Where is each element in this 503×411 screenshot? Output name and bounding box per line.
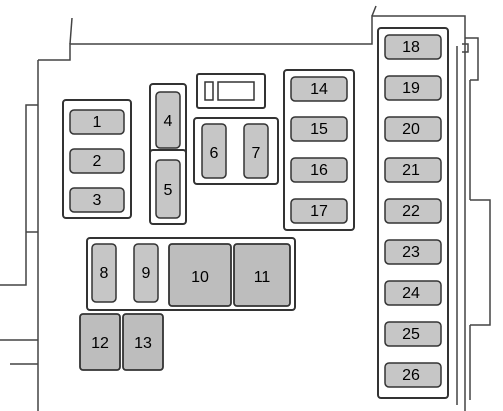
fuse-20 [384,116,442,142]
fuse-group-1-3: 1 2 3 [62,99,132,219]
relay-13 [122,313,164,371]
fuse-26 [384,362,442,388]
fuse-19-label: 19 [402,80,420,97]
fuse-9-label: 9 [142,265,151,282]
fuse-6-label: 6 [210,145,219,162]
fuse-7 [243,123,269,179]
relay-12 [79,313,121,371]
relay-10 [168,243,232,307]
fuse-17 [290,198,348,224]
relay-13-label: 13 [134,335,152,352]
fuse-24-label: 24 [402,285,420,302]
fuse-group-4-5: 4 5 [149,83,187,225]
fuse-1-label: 1 [93,114,102,131]
fuse-group-18-26: 18 19 20 21 22 23 24 25 26 [377,27,449,399]
fuse-4 [155,91,181,149]
fuse-4-label: 4 [164,113,173,130]
fuse-26-label: 26 [402,367,420,384]
fuse-23-label: 23 [402,244,420,261]
fuse-23 [384,239,442,265]
fuse-3-label: 3 [93,192,102,209]
fuse-22-label: 22 [402,203,420,220]
fuse-1 [69,109,125,135]
fuse-group-14-17: 14 15 16 17 [283,69,355,231]
relay-12-label: 12 [91,335,109,352]
fuse-24 [384,280,442,306]
relay-11-label: 11 [254,269,271,286]
fuse-15 [290,116,348,142]
fuse-22 [384,198,442,224]
fuse-group-8-11: 8 9 10 11 [86,237,296,311]
fuse-5-label: 5 [164,182,173,199]
fuse-6 [201,123,227,179]
fuse-9 [133,243,159,303]
fuse-7-label: 7 [252,145,261,162]
fuse-2-label: 2 [93,153,102,170]
fuse-8 [91,243,117,303]
fuse-18 [384,34,442,60]
fuse-group-12-13: 12 13 [79,313,164,371]
fuse-14 [290,76,348,102]
fuse-2 [69,148,125,174]
fuse-18-label: 18 [402,39,420,56]
fuse-25-label: 25 [402,326,420,343]
fuse-15-label: 15 [310,121,328,138]
fuse-3 [69,187,125,213]
fuse-17-label: 17 [310,203,328,220]
fuse-19 [384,75,442,101]
relay-10-label: 10 [191,269,209,286]
fuse-16-label: 16 [310,162,328,179]
small-relay-top [196,73,266,109]
fuse-16 [290,157,348,183]
fuse-8-label: 8 [100,265,109,282]
fuse-21-label: 21 [402,162,420,179]
fuse-25 [384,321,442,347]
fuse-21 [384,157,442,183]
fuse-14-label: 14 [310,81,328,98]
fuse-5 [155,159,181,219]
fuse-group-6-7: 6 7 [193,117,279,185]
fuse-20-label: 20 [402,121,420,138]
relay-11 [233,243,291,307]
fuse-box-housing [0,5,491,411]
